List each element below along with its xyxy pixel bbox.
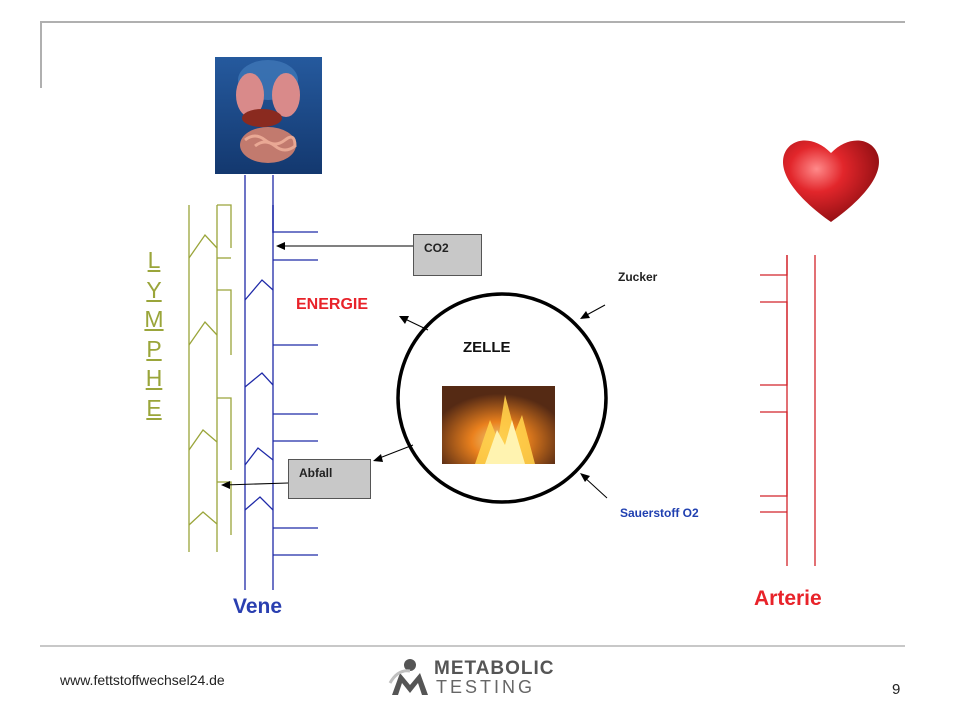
lymphe-letter: L <box>147 247 161 273</box>
lymphe-letter: P <box>146 335 162 362</box>
vene-label: Vene <box>233 595 283 618</box>
arrows <box>221 242 608 499</box>
sauerstoff-label: Sauerstoff O2 <box>620 506 699 520</box>
lymphe-letter: Y <box>146 276 162 303</box>
lymphe-letter: M <box>144 306 164 332</box>
co2-label: CO2 <box>424 241 449 255</box>
energie-label: ENERGIE <box>296 296 369 313</box>
artery-lines <box>760 255 816 566</box>
logo-text-metabolic: METABOLIC <box>434 658 555 679</box>
fire-image <box>442 386 555 464</box>
zelle-label: ZELLE <box>463 339 511 356</box>
heart-icon <box>783 140 879 222</box>
footer-url: www.fettstoffwechsel24.de <box>60 672 225 688</box>
lymphe-letter: H <box>145 365 163 391</box>
lymphe-letter: E <box>146 394 162 421</box>
lymphe-label: L Y M P H E <box>140 246 168 423</box>
arterie-label: Arterie <box>754 587 822 610</box>
lymph-lines <box>188 204 232 552</box>
abfall-box: Abfall <box>288 459 371 499</box>
co2-box: CO2 <box>413 234 482 276</box>
abfall-label: Abfall <box>299 466 333 480</box>
vein-lines <box>244 175 318 590</box>
metabolic-testing-logo: METABOLIC TESTING <box>388 655 578 699</box>
logo-icon <box>388 659 428 695</box>
logo-text-testing: TESTING <box>436 677 536 697</box>
body-organs-image <box>215 57 322 174</box>
zucker-label: Zucker <box>618 270 658 284</box>
page-number: 9 <box>892 681 901 698</box>
